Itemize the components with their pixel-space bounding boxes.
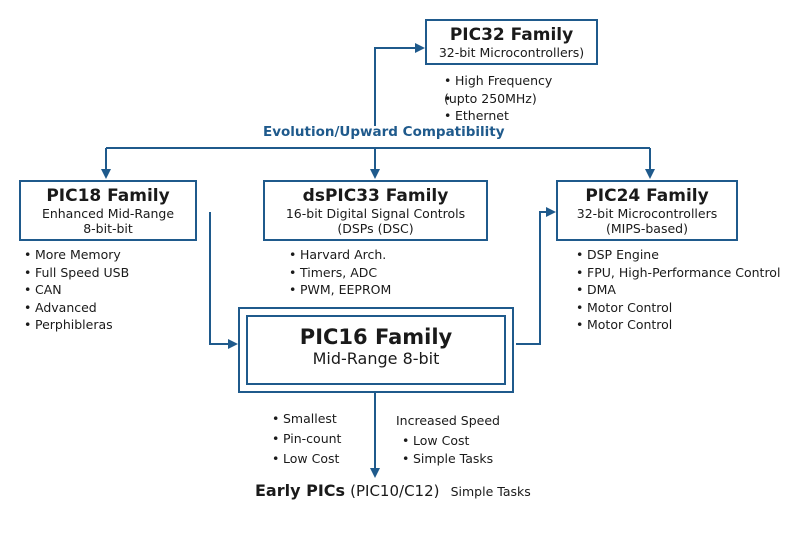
early-pics-label: Early PICs (PIC10/C12) Simple Tasks bbox=[255, 481, 531, 500]
pic18-subtitle-1: Enhanced Mid-Range bbox=[41, 206, 175, 221]
list-item: Harvard Arch. bbox=[289, 246, 391, 264]
list-item: Motor Control bbox=[576, 299, 780, 317]
early-pics-title: Early PICs bbox=[255, 481, 346, 500]
dspic33-title: dsPIC33 Family bbox=[302, 186, 449, 206]
list-item: Timers, ADC bbox=[289, 264, 391, 282]
list-item: DMA bbox=[576, 281, 780, 299]
pic32-title: PIC32 Family bbox=[449, 25, 574, 45]
list-item: More Memory bbox=[24, 246, 129, 264]
arrow-to-pic32 bbox=[374, 43, 425, 126]
list-item: Simple Tasks bbox=[402, 450, 493, 468]
list-item: Ethernet bbox=[444, 107, 552, 125]
dspic33-family-box: dsPIC33 Family 16-bit Digital Signal Con… bbox=[263, 180, 488, 241]
increased-speed-heading: Increased Speed bbox=[396, 413, 500, 428]
pic24-subtitle-1: 32-bit Microcontrollers bbox=[576, 206, 718, 221]
pic24-bullets: DSP Engine FPU, High-Performance Control… bbox=[576, 246, 780, 334]
increased-speed-bullets: Low Cost Simple Tasks bbox=[402, 432, 493, 468]
list-item: CAN bbox=[24, 281, 129, 299]
pic16-title: PIC16 Family bbox=[299, 325, 453, 349]
list-item: Motor Control bbox=[576, 316, 780, 334]
list-item: Perphibleras bbox=[24, 316, 129, 334]
arrow-pic18-to-pic16 bbox=[209, 212, 238, 349]
pic18-subtitle-2: 8-bit-bit bbox=[83, 221, 133, 236]
list-item: DSP Engine bbox=[576, 246, 780, 264]
pic18-family-box: PIC18 Family Enhanced Mid-Range 8-bit-bi… bbox=[19, 180, 197, 241]
pic24-title: PIC24 Family bbox=[585, 186, 709, 206]
list-item: (upto 250MHz) bbox=[444, 90, 552, 108]
early-features-bullets: Smallest Pin-count Low Cost bbox=[272, 409, 341, 469]
list-item: Pin-count bbox=[272, 429, 341, 449]
evolution-label: Evolution/Upward Compatibility bbox=[263, 124, 505, 140]
early-pics-models: (PIC10/C12) bbox=[350, 482, 440, 500]
list-item: High Frequency bbox=[444, 72, 552, 90]
pic18-bullets: More Memory Full Speed USB CAN Advanced … bbox=[24, 246, 129, 334]
list-item: Advanced bbox=[24, 299, 129, 317]
pic16-inner-frame: PIC16 Family Mid-Range 8-bit bbox=[246, 315, 506, 385]
dspic33-bullets: Harvard Arch. Timers, ADC PWM, EEPROM bbox=[289, 246, 391, 299]
dspic33-subtitle-2: (DSPs (DSC) bbox=[337, 221, 414, 236]
pic32-family-box: PIC32 Family 32-bit Microcontrollers) bbox=[425, 19, 598, 65]
pic16-family-box: PIC16 Family Mid-Range 8-bit bbox=[238, 307, 514, 393]
list-item: Low Cost bbox=[272, 449, 341, 469]
pic24-subtitle-2: (MIPS-based) bbox=[606, 221, 688, 236]
list-item: Smallest bbox=[272, 409, 341, 429]
pic24-family-box: PIC24 Family 32-bit Microcontrollers (MI… bbox=[556, 180, 738, 241]
pic32-subtitle: 32-bit Microcontrollers) bbox=[438, 45, 585, 60]
pic18-title: PIC18 Family bbox=[46, 186, 170, 206]
dspic33-subtitle-1: 16-bit Digital Signal Controls bbox=[285, 206, 466, 221]
list-item: Full Speed USB bbox=[24, 264, 129, 282]
list-item: PWM, EEPROM bbox=[289, 281, 391, 299]
pic32-bullets: High Frequency (upto 250MHz) Ethernet bbox=[444, 72, 552, 125]
early-pics-tail: Simple Tasks bbox=[450, 484, 531, 499]
list-item: Low Cost bbox=[402, 432, 493, 450]
pic16-subtitle: Mid-Range 8-bit bbox=[312, 349, 440, 368]
list-item: FPU, High-Performance Control bbox=[576, 264, 780, 282]
arrow-pic16-to-pic24 bbox=[516, 207, 556, 345]
